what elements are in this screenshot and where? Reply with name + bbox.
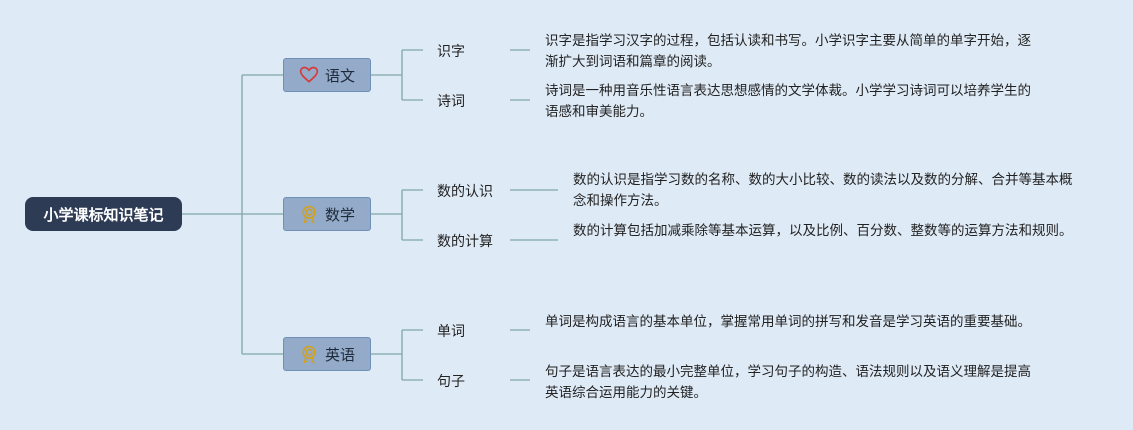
description-text: 识字是指学习汉字的过程，包括认读和书写。小学识字主要从简单的单字开始，逐渐扩大到… <box>545 33 1031 70</box>
subtopic-label: 诗词 <box>437 94 465 110</box>
topic-label: 语文 <box>324 66 355 85</box>
description-node-juzi[interactable]: 句子是语言表达的最小完整单位，学习句子的构造、语法规则以及语义理解是提高英语综合… <box>545 362 1040 404</box>
leaf-connector-yuwen <box>510 49 530 101</box>
subtopic-label: 数的计算 <box>437 234 493 250</box>
description-text: 数的计算包括加减乘除等基本运算，以及比例、百分数、整数等的运算方法和规则。 <box>573 223 1073 239</box>
description-node-shici[interactable]: 诗词是一种用音乐性语言表达思想感情的文学体裁。小学学习诗词可以培养学生的语感和审… <box>545 81 1040 123</box>
root-node[interactable]: 小学课标知识笔记 <box>25 197 182 231</box>
subtopic-node-juzi[interactable]: 句子 <box>437 371 465 391</box>
subtopic-node-shizi[interactable]: 识字 <box>437 41 465 61</box>
subtopic-label: 单词 <box>437 324 465 340</box>
subtopic-node-danci[interactable]: 单词 <box>437 321 465 341</box>
medal-icon <box>302 205 316 224</box>
topic-node-math[interactable]: 数学 <box>283 197 371 231</box>
description-text: 单词是构成语言的基本单位，掌握常用单词的拼写和发音是学习英语的重要基础。 <box>545 314 1031 330</box>
description-text: 数的认识是指学习数的名称、数的大小比较、数的读法以及数的分解、合并等基本概念和操… <box>573 172 1073 209</box>
topic-label: 数学 <box>324 205 355 224</box>
description-node-shizi[interactable]: 识字是指学习汉字的过程，包括认读和书写。小学识字主要从简单的单字开始，逐渐扩大到… <box>545 31 1040 73</box>
topic-label: 英语 <box>324 345 355 364</box>
subtopic-label: 句子 <box>437 374 465 390</box>
topic-node-yuwen[interactable]: 语文 <box>283 58 371 92</box>
branch-connector-math <box>371 189 423 241</box>
branch-connector-yuwen <box>371 49 423 101</box>
subtopic-node-shu-de-renshi[interactable]: 数的认识 <box>437 181 493 201</box>
leaf-connector-math <box>510 189 558 241</box>
subtopic-node-shici[interactable]: 诗词 <box>437 91 465 111</box>
leaf-connector-english <box>510 329 530 381</box>
topic-node-english[interactable]: 英语 <box>283 337 371 371</box>
description-node-shu-de-renshi[interactable]: 数的认识是指学习数的名称、数的大小比较、数的读法以及数的分解、合并等基本概念和操… <box>573 170 1073 212</box>
description-node-danci[interactable]: 单词是构成语言的基本单位，掌握常用单词的拼写和发音是学习英语的重要基础。 <box>545 312 1040 333</box>
description-text: 句子是语言表达的最小完整单位，学习句子的构造、语法规则以及语义理解是提高英语综合… <box>545 364 1031 401</box>
medal-icon <box>302 345 316 364</box>
subtopic-node-shu-de-jisuan[interactable]: 数的计算 <box>437 231 493 251</box>
subtopic-label: 数的认识 <box>437 184 493 200</box>
subtopic-label: 识字 <box>437 44 465 60</box>
description-node-shu-de-jisuan[interactable]: 数的计算包括加减乘除等基本运算，以及比例、百分数、整数等的运算方法和规则。 <box>573 221 1073 242</box>
root-label: 小学课标知识笔记 <box>43 205 164 224</box>
branch-connector-english <box>371 329 423 381</box>
heart-icon <box>299 66 319 83</box>
description-text: 诗词是一种用音乐性语言表达思想感情的文学体裁。小学学习诗词可以培养学生的语感和审… <box>545 83 1031 120</box>
